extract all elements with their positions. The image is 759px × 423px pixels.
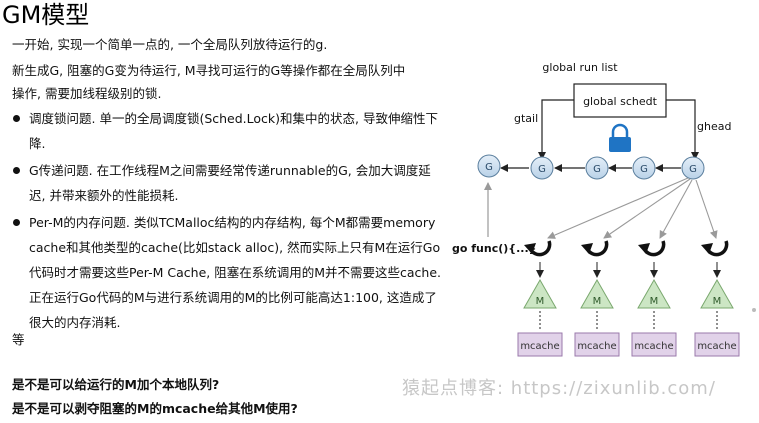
gm-model-diagram: global run list global schedt gtail ghea… — [452, 61, 740, 357]
list-item: 调度锁问题. 单一的全局调度锁(Sched.Lock)和集中的状态, 导致伸缩性… — [12, 106, 444, 156]
list-item: G传递问题. 在工作线程M之间需要经常传递runnable的G, 会加大调度延迟… — [12, 158, 444, 208]
g-node: G — [585, 156, 609, 180]
lock-icon — [609, 123, 631, 152]
svg-text:M: M — [536, 296, 545, 307]
m-node — [523, 278, 557, 309]
m-node — [700, 278, 734, 309]
svg-text:M: M — [593, 296, 602, 307]
cycle-arrow-icon — [701, 240, 729, 257]
g-queue: G G G G G — [477, 154, 705, 180]
m-column: M mcache — [574, 240, 620, 357]
bullet-dot — [13, 219, 20, 226]
m-column: M mcache — [694, 240, 740, 357]
global-run-list-label: global run list — [542, 61, 618, 74]
watermark: 猿起点博客: https://zixunlib.com/ — [402, 378, 716, 399]
svg-text:M: M — [650, 296, 659, 307]
bullet-text: 调度锁问题. 单一的全局调度锁(Sched.Lock)和集中的状态, 导致伸缩性… — [29, 111, 438, 151]
ghead-label: ghead — [697, 120, 731, 133]
dispatch-arrows — [547, 177, 718, 239]
cycle-arrow-icon — [581, 240, 609, 257]
gtail-label: gtail — [514, 112, 538, 125]
bullet-text: Per-M的内存问题. 类似TCMalloc结构的内存结构, 每个M都需要mem… — [29, 215, 441, 330]
corner-dot — [752, 308, 756, 312]
svg-text:G: G — [485, 162, 493, 173]
gtail-arrow — [538, 99, 574, 160]
intro-line-2: 新生成G, 阻塞的G变为待运行, M寻找可运行的G等操作都在全局队列中 — [12, 63, 406, 78]
global-schedt-label: global schedt — [583, 95, 658, 108]
go-func-label: go func(){...} — [452, 242, 536, 255]
m-column: M mcache — [517, 240, 563, 357]
svg-text:G: G — [689, 164, 697, 175]
g-node: G — [632, 156, 656, 180]
question-2: 是不是可以剥夺阻塞的M的mcache给其他M使用? — [12, 401, 298, 416]
mcache-box — [694, 332, 740, 357]
list-item: Per-M的内存问题. 类似TCMalloc结构的内存结构, 每个M都需要mem… — [12, 210, 444, 335]
intro-line-1: 一开始, 实现一个简单一点的, 一个全局队列放待运行的g. — [12, 37, 328, 52]
cycle-arrow-icon — [638, 240, 666, 257]
ghead-arrow — [666, 99, 699, 160]
svg-text:G: G — [640, 164, 648, 175]
svg-text:mcache: mcache — [634, 341, 673, 352]
g-node: G — [530, 156, 554, 180]
m-column: M mcache — [631, 240, 677, 357]
m-node — [637, 278, 671, 309]
etc-text: 等 — [12, 332, 25, 347]
mcache-box — [574, 332, 620, 357]
svg-text:mcache: mcache — [520, 341, 559, 352]
page-title: GM模型 — [2, 1, 90, 29]
cycle-arrow-icon — [524, 240, 552, 257]
bullet-dot — [13, 167, 20, 174]
problem-list: 调度锁问题. 单一的全局调度锁(Sched.Lock)和集中的状态, 导致伸缩性… — [12, 106, 444, 337]
svg-text:G: G — [538, 164, 546, 175]
question-1: 是不是可以给运行的M加个本地队列? — [12, 377, 220, 392]
svg-text:mcache: mcache — [577, 341, 616, 352]
svg-text:G: G — [593, 164, 601, 175]
bullet-text: G传递问题. 在工作线程M之间需要经常传递runnable的G, 会加大调度延迟… — [29, 163, 431, 203]
intro-line-3: 操作, 需要加线程级别的锁. — [12, 86, 162, 101]
svg-text:M: M — [713, 296, 722, 307]
g-node: G — [477, 154, 501, 178]
svg-text:mcache: mcache — [697, 341, 736, 352]
g-node: G — [681, 156, 705, 180]
bullet-dot — [13, 115, 20, 122]
mcache-box — [517, 332, 563, 357]
m-node — [580, 278, 614, 309]
mcache-box — [631, 332, 677, 357]
